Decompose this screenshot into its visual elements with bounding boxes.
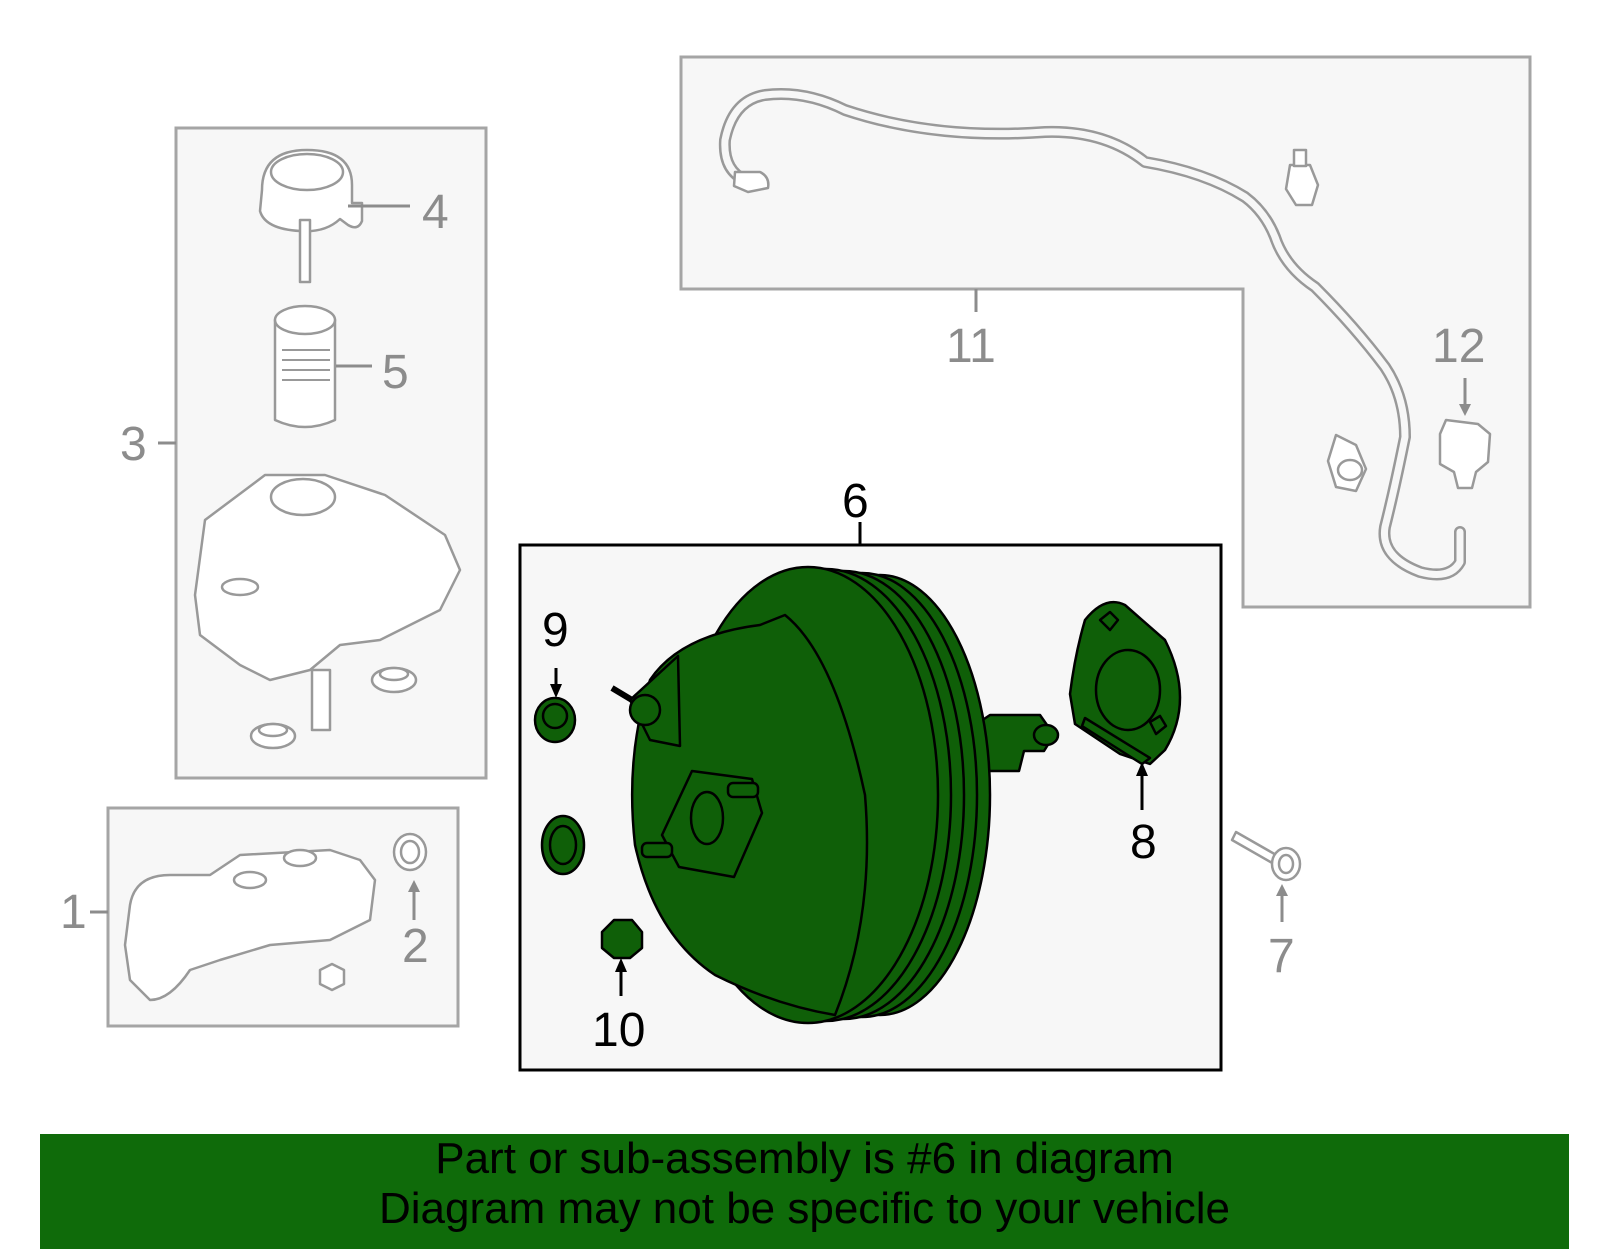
info-banner: Part or sub-assembly is #6 in diagram Di… (40, 1134, 1569, 1249)
master-cylinder-seal[interactable] (392, 832, 428, 872)
callout-3[interactable]: 3 (120, 418, 147, 471)
banner-line-2: Diagram may not be specific to your vehi… (378, 1184, 1231, 1233)
banner-line-1: Part or sub-assembly is #6 in diagram (435, 1134, 1174, 1183)
callout-7[interactable]: 7 (1268, 930, 1295, 983)
callout-11[interactable]: 11 (946, 320, 996, 373)
vacuum-sensor[interactable] (1438, 418, 1492, 490)
callout-9[interactable]: 9 (542, 604, 569, 657)
mounting-stud[interactable] (1230, 830, 1302, 882)
callout-2[interactable]: 2 (402, 920, 429, 973)
vacuum-hose-group-box (679, 55, 1532, 609)
vacuum-hose-group[interactable] (679, 55, 1532, 609)
callout-1[interactable]: 1 (60, 886, 87, 939)
callout-5[interactable]: 5 (382, 346, 409, 399)
booster-gasket[interactable] (1068, 600, 1182, 766)
booster-ring-seal[interactable] (540, 814, 586, 876)
vacuum-hose[interactable] (718, 88, 1466, 581)
callout-8[interactable]: 8 (1130, 816, 1157, 869)
reservoir-grommet-a[interactable] (370, 666, 418, 694)
callout-10[interactable]: 10 (592, 1004, 645, 1057)
reservoir-cap[interactable] (258, 148, 364, 284)
hose-clip-upper[interactable] (1284, 148, 1320, 207)
reservoir-group[interactable] (158, 126, 488, 780)
master-cylinder[interactable] (123, 848, 377, 1002)
booster-nut[interactable] (600, 918, 644, 960)
callout-6[interactable]: 6 (842, 475, 869, 528)
booster-seal[interactable] (533, 696, 577, 744)
callout-12[interactable]: 12 (1432, 320, 1485, 373)
hose-clip-lower[interactable] (1326, 433, 1368, 493)
reservoir-body[interactable] (193, 473, 462, 732)
reservoir-strainer[interactable] (273, 304, 337, 429)
master-cylinder-nut[interactable] (318, 962, 346, 992)
brake-booster-group[interactable] (518, 522, 1223, 1072)
reservoir-grommet-b[interactable] (249, 722, 297, 750)
callout-4[interactable]: 4 (422, 186, 449, 239)
master-cylinder-group[interactable] (90, 806, 460, 1028)
brake-booster[interactable] (610, 565, 1060, 1025)
